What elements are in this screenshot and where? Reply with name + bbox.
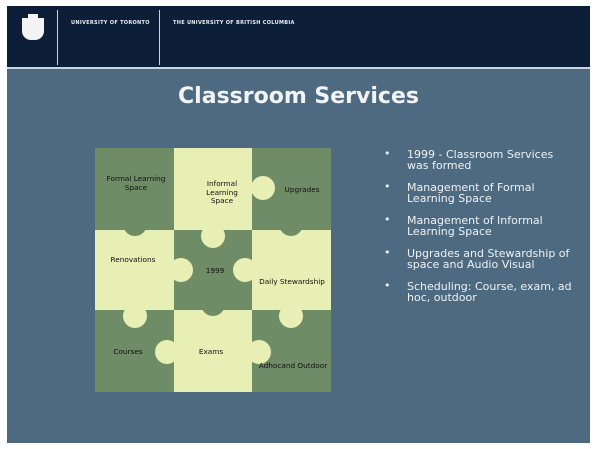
puzzle-knob [201,224,225,248]
bullet-text: Scheduling: Course, exam, ad hoc, outdoo… [407,280,572,304]
slide-title: Classroom Services [178,84,419,109]
puzzle-graphic [95,148,331,392]
bullet-list: • 1999 - Classroom Services was formed • M… [382,147,572,314]
piece-daily-stewardship [252,230,331,310]
piece-label: Renovations [110,255,156,264]
puzzle-knob [155,340,179,364]
bullet-dot-icon: • [384,213,391,226]
puzzle-knob [279,212,303,236]
bullet-item: • Management of Formal Learning Space [382,180,572,205]
piece-label: Informal Learning Space [206,179,238,205]
piece-label: Adhocand Outdoor [258,361,328,370]
bullet-item: • Scheduling: Course, exam, ad hoc, outdo… [382,279,572,304]
bullet-dot-icon: • [384,180,391,193]
header-bar: UNIVERSITY OF TORONTO THE UNIVERSITY OF … [7,6,590,69]
bullet-item: • Upgrades and Stewardship of space and A… [382,246,572,271]
puzzle-knob [279,304,303,328]
puzzle-knob [247,340,271,364]
piece-label: Courses [113,347,143,356]
bullet-text: 1999 - Classroom Services was formed [407,148,554,172]
bullet-text: Management of Formal Learning Space [407,181,535,205]
puzzle-diagram: Formal Learning Space Informal Learning … [95,148,331,392]
puzzle-knob [233,258,257,282]
header-divider [159,10,160,65]
puzzle-knob [123,212,147,236]
piece-exams [174,310,252,392]
piece-label: 1999 [205,266,225,275]
bullet-dot-icon: • [384,279,391,292]
puzzle-knob [169,258,193,282]
bullet-item: • Management of Informal Learning Space [382,213,572,238]
piece-label: Exams [198,347,224,356]
piece-renovations [95,230,174,310]
header-right-text: THE UNIVERSITY OF BRITISH COLUMBIA [173,20,295,26]
bullet-text: Management of Informal Learning Space [407,214,543,238]
bullet-text: Upgrades and Stewardship of space and Au… [407,247,570,271]
header-left-text: UNIVERSITY OF TORONTO [71,20,150,26]
puzzle-knob [251,176,275,200]
piece-label: Daily Stewardship [259,277,325,286]
puzzle-knob [201,292,225,316]
piece-label: Upgrades [284,185,320,194]
bullet-dot-icon: • [384,246,391,259]
puzzle-knob [123,304,147,328]
bullet-dot-icon: • [384,147,391,160]
university-crest-icon [22,14,44,40]
header-divider [57,10,58,65]
piece-informal-learning-space [174,148,252,230]
slide: UNIVERSITY OF TORONTO THE UNIVERSITY OF … [7,6,590,443]
bullet-item: • 1999 - Classroom Services was formed [382,147,572,172]
piece-label: Formal Learning Space [106,174,166,192]
